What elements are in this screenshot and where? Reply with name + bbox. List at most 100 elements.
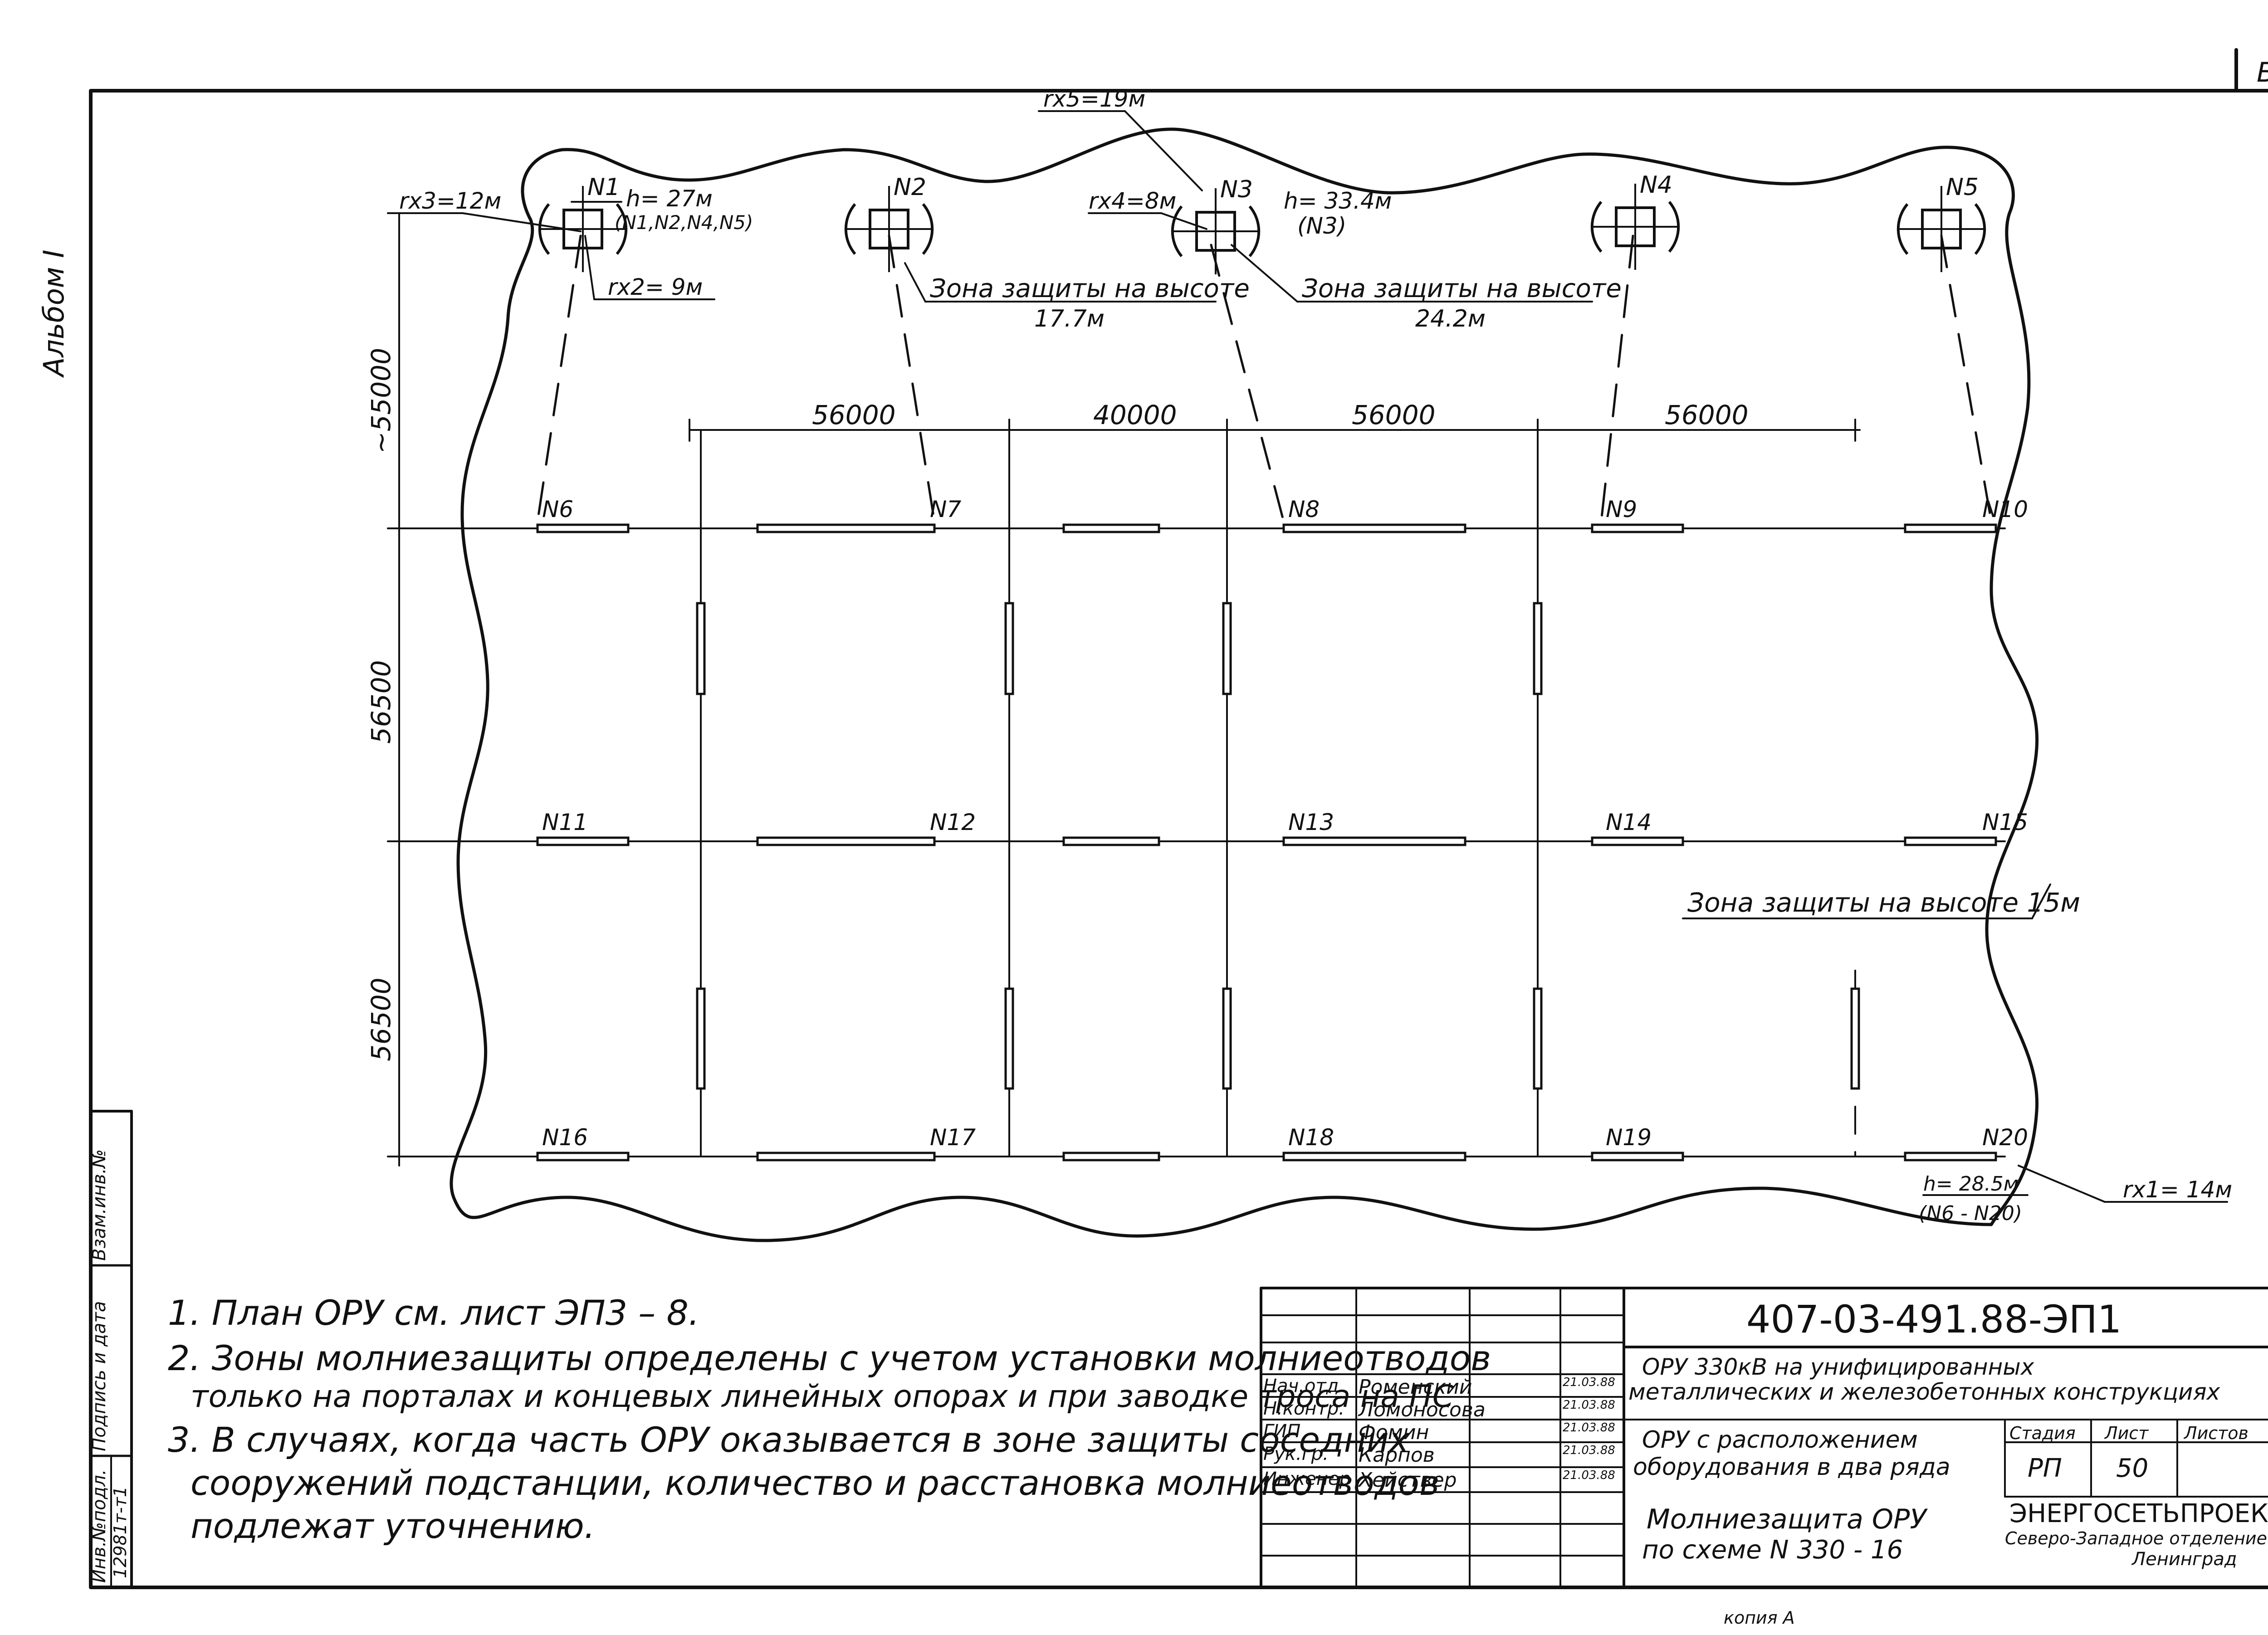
org-city: Ленинград xyxy=(2132,1549,2237,1570)
portal-label-n18: N18 xyxy=(1288,1124,1334,1151)
protection-zone-contour xyxy=(450,127,2039,1242)
signer-name: Карпов xyxy=(1359,1444,1435,1467)
busbar-segment xyxy=(756,523,936,533)
rx3-label: rx3=12м xyxy=(399,188,501,214)
portal-label-n20: N20 xyxy=(1982,1124,2028,1151)
busbar-segment xyxy=(1591,1152,1684,1162)
h-portals-label: h= 28.5м xyxy=(1923,1172,2019,1196)
portal-label-n11: N11 xyxy=(542,809,588,835)
portal-label-n16: N16 xyxy=(542,1124,588,1151)
busbar-segment xyxy=(1282,523,1466,533)
portal-label-n15: N15 xyxy=(1982,809,2028,835)
signer-date: 21.03.88 xyxy=(1563,1444,1615,1457)
mast-n2 xyxy=(844,186,934,272)
busbar-segment xyxy=(1904,1152,1997,1162)
busbar-segment xyxy=(1282,1152,1466,1162)
support-column xyxy=(696,602,706,695)
signer-role: Н.контр. xyxy=(1263,1398,1344,1419)
mast-arc xyxy=(538,203,550,255)
busbar-segment xyxy=(536,523,630,533)
mast-arc xyxy=(1974,203,1986,255)
mast-label: N1 xyxy=(587,174,620,201)
zone-17-7-line2: 17.7м xyxy=(1034,305,1105,332)
portal-label-n8: N8 xyxy=(1288,496,1320,522)
support-column xyxy=(1004,987,1014,1090)
sheets-header: Листов xyxy=(2184,1423,2248,1443)
signer-name: Фомин xyxy=(1359,1421,1429,1444)
mast-arc xyxy=(922,203,934,255)
zone-15-label: Зона защиты на высоте 15м xyxy=(1687,887,2080,918)
note-2-cont: только на порталах и концевых линейных о… xyxy=(191,1379,1454,1415)
mast-n5 xyxy=(1897,186,1986,272)
portal-label-n9: N9 xyxy=(1606,496,1637,522)
busbar-segment xyxy=(756,1152,936,1162)
h-masts-label: h= 27м xyxy=(626,185,713,212)
mast-arc xyxy=(616,203,628,255)
portal-label-n19: N19 xyxy=(1606,1124,1652,1151)
dim-left-2: 56500 xyxy=(366,660,396,744)
support-column xyxy=(1533,602,1543,695)
busbar-segment xyxy=(536,836,630,846)
rx5-label: rx5=19м xyxy=(1043,86,1145,112)
mast-arc xyxy=(844,203,856,255)
subtitle-line-2: оборудования в два ряда xyxy=(1633,1454,1950,1481)
portal-label-n6: N6 xyxy=(542,496,573,522)
zone-17-7-line1: Зона защиты на высоте xyxy=(930,274,1250,303)
busbar-segment xyxy=(536,1152,630,1162)
mast-n4 xyxy=(1590,184,1680,270)
h-portals-which-label: (N6 - N20) xyxy=(1919,1202,2022,1225)
stage-value: РП xyxy=(2028,1454,2062,1483)
signer-role: Нач.отд. xyxy=(1263,1376,1345,1396)
portal-label-n14: N14 xyxy=(1606,809,1652,835)
rx1-label: rx1= 14м xyxy=(2123,1176,2232,1203)
portal-label-n17: N17 xyxy=(930,1124,976,1151)
signer-date: 21.03.88 xyxy=(1563,1469,1615,1482)
signer-date: 21.03.88 xyxy=(1563,1376,1615,1389)
signer-date: 21.03.88 xyxy=(1563,1398,1615,1412)
mast-label: N3 xyxy=(1220,176,1253,203)
busbar-segment xyxy=(1591,836,1684,846)
support-column xyxy=(1222,602,1232,695)
supports-layer xyxy=(696,602,1860,1090)
busbar-segment xyxy=(1062,1152,1160,1162)
support-column xyxy=(1533,987,1543,1090)
busbar-segment xyxy=(1062,836,1160,846)
mast-label: N5 xyxy=(1946,174,1979,201)
dim-left-3: 56500 xyxy=(366,977,396,1061)
portal-label-n10: N10 xyxy=(1982,496,2028,522)
org-branch: Северо-Западное отделение xyxy=(2005,1528,2267,1548)
zone-24-2-line2: 24.2м xyxy=(1415,305,1486,332)
inv-number: 12981т-т1 xyxy=(110,1486,130,1578)
h-n3-label: h= 33.4м xyxy=(1284,188,1392,214)
sheet-frame xyxy=(89,89,2268,1589)
zone-24-2-line1: Зона защиты на высоте xyxy=(1302,274,1622,303)
mast-arc xyxy=(1897,203,1909,255)
note-1: 1. План ОРУ см. лист ЭП3 – 8. xyxy=(168,1293,699,1333)
support-column xyxy=(1850,987,1860,1090)
bottom-fragment: копия А xyxy=(1724,1608,1795,1628)
rx4-label: rx4=8м xyxy=(1089,188,1176,214)
sheet-title-line-1: Молниезащита ОРУ xyxy=(1647,1503,1926,1535)
sheet-header: Лист xyxy=(2105,1423,2149,1443)
note-3-cont2: подлежат уточнению. xyxy=(191,1506,595,1546)
stamp-inv-label: Инв.№подл. xyxy=(89,1469,110,1583)
sheet-title-line-2: по схеме N 330 - 16 xyxy=(1642,1535,1903,1565)
stamp-replace-label: Взам.инв.№ xyxy=(89,1149,110,1261)
mast-label: N4 xyxy=(1640,171,1672,199)
signer-name: Роменский xyxy=(1359,1376,1472,1399)
portal-label-n13: N13 xyxy=(1288,809,1334,835)
busbar-segment xyxy=(756,836,936,846)
busbar-segment xyxy=(1591,523,1684,533)
support-column xyxy=(1222,987,1232,1090)
signer-name: Ломоносова xyxy=(1359,1398,1486,1421)
dim-top-1: 56000 xyxy=(812,400,896,430)
drawing-code: 407-03-491.88-ЭП1 xyxy=(1746,1297,2122,1342)
album-label: Альбом I xyxy=(37,249,70,378)
busbar-segment xyxy=(1904,836,1997,846)
org-name: ЭНЕРГОСЕТЬПРОЕКТ xyxy=(2009,1499,2268,1528)
dim-left-1: ~55000 xyxy=(366,348,396,454)
signer-name: Хействер xyxy=(1359,1469,1457,1492)
